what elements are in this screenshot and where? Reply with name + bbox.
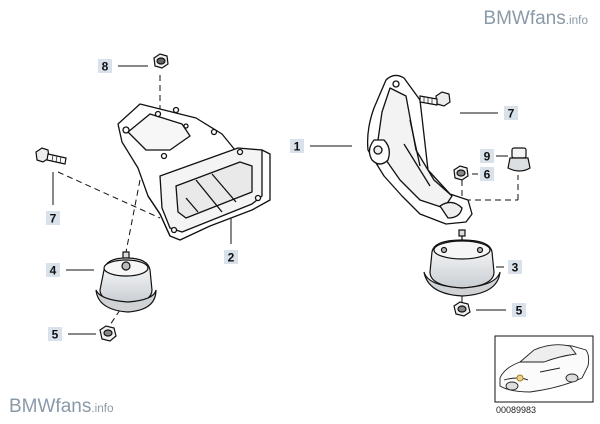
callout-3: 3 bbox=[496, 260, 522, 275]
car-icon bbox=[499, 344, 590, 393]
nut-part-5-left bbox=[99, 325, 117, 342]
svg-text:7: 7 bbox=[508, 107, 515, 121]
bolt-part-7-left bbox=[35, 147, 67, 165]
callout-6: 6 bbox=[472, 167, 494, 182]
support-arm-part-1 bbox=[366, 74, 473, 225]
bolt-part-7-right bbox=[419, 91, 451, 107]
svg-text:4: 4 bbox=[50, 264, 57, 278]
engine-mount-part-4 bbox=[95, 251, 157, 313]
svg-text:3: 3 bbox=[512, 261, 519, 275]
svg-text:9: 9 bbox=[484, 150, 491, 164]
nut-part-8 bbox=[153, 53, 169, 69]
vehicle-thumbnail bbox=[494, 335, 594, 403]
callout-2: 2 bbox=[224, 218, 238, 265]
svg-text:1: 1 bbox=[294, 140, 301, 154]
callout-5-right: 5 bbox=[476, 303, 526, 318]
callout-7-right: 7 bbox=[460, 106, 518, 121]
left-assembly-lines bbox=[57, 75, 161, 326]
callout-8: 8 bbox=[98, 59, 148, 74]
watermark-top: BMWfans.info bbox=[483, 8, 588, 29]
reference-code: 00089983 bbox=[496, 405, 537, 415]
callout-4: 4 bbox=[46, 263, 94, 278]
svg-text:8: 8 bbox=[102, 60, 109, 74]
svg-text:6: 6 bbox=[484, 168, 491, 182]
callout-5-left: 5 bbox=[48, 327, 96, 342]
engine-mount-part-3 bbox=[423, 229, 501, 297]
callout-labels: 8 7 4 5 2 bbox=[46, 59, 526, 342]
svg-text:2: 2 bbox=[228, 251, 235, 265]
nut-part-6 bbox=[453, 165, 469, 181]
engine-bracket-part-2 bbox=[117, 103, 271, 241]
svg-text:7: 7 bbox=[50, 212, 57, 226]
nut-part-5-right bbox=[453, 301, 471, 317]
callout-1: 1 bbox=[290, 139, 352, 154]
watermark-bottom: BMWfans.info bbox=[9, 396, 114, 417]
callout-9: 9 bbox=[480, 149, 508, 164]
svg-text:5: 5 bbox=[516, 304, 523, 318]
svg-text:5: 5 bbox=[52, 328, 59, 342]
stop-buffer-part-9 bbox=[507, 147, 531, 172]
callout-7-left: 7 bbox=[46, 172, 60, 226]
